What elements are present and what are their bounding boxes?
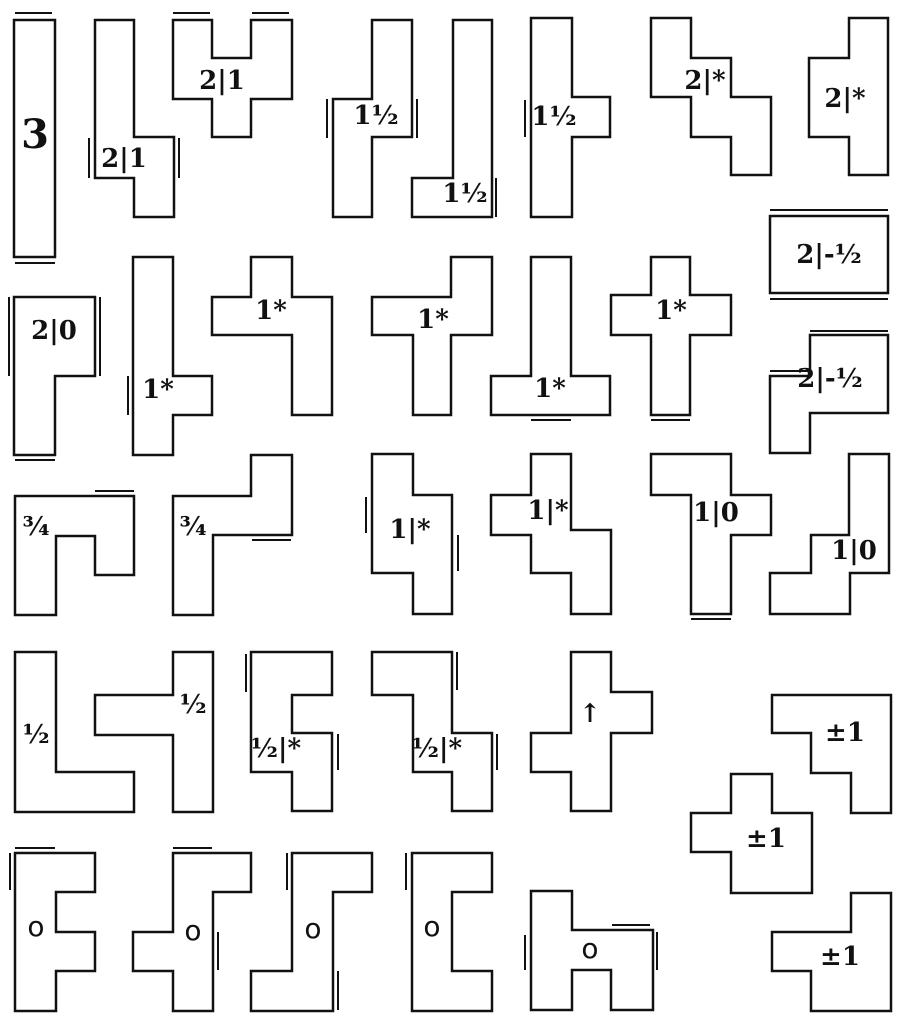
piece-z-half-star-a (249, 650, 334, 813)
piece-label: ½|* (412, 734, 463, 764)
piece-label: 1* (534, 374, 566, 404)
piece-label: ±1 (825, 718, 865, 748)
piece-label: 2|0 (31, 316, 77, 346)
piece-label: o (27, 910, 44, 943)
piece-label: 1* (655, 296, 687, 326)
piece-label: o (184, 914, 201, 947)
piece-x-1-star (609, 255, 733, 417)
piece-t-1-star (489, 255, 612, 417)
piece-p-2-minus-half (768, 333, 890, 455)
piece-label: 2|* (684, 66, 726, 96)
piece-label: ½|* (251, 734, 302, 764)
piece-p-2-star (807, 16, 890, 177)
piece-label: 2|1 (199, 66, 245, 96)
piece-label: o (423, 910, 440, 943)
piece-label: 2|-½ (797, 364, 862, 394)
piece-label: 1½ (353, 101, 398, 131)
piece-n-plus-minus-1 (770, 891, 893, 1013)
piece-label: ↑ (579, 699, 601, 729)
piece-label: ½ (22, 720, 49, 750)
piece-l-2-1 (93, 18, 176, 219)
piece-rect-2-minus-half (768, 214, 890, 295)
piece-label: 1|* (527, 496, 569, 526)
piece-f-plus-minus-1 (689, 772, 814, 895)
piece-y-1-half (529, 16, 612, 219)
piece-f-zero-b (131, 851, 253, 1013)
piece-label: 1|* (389, 515, 431, 545)
piece-label: ½ (179, 690, 206, 720)
piece-f-up (529, 650, 654, 813)
piece-f-1-star-c (489, 452, 613, 616)
piece-label: 1½ (442, 179, 487, 209)
piece-label: ¾ (179, 512, 206, 542)
piece-y-2-1 (171, 18, 294, 139)
piece-v-half (13, 650, 136, 814)
piece-p-2-0 (12, 295, 97, 457)
piece-label: 1|0 (831, 536, 877, 566)
piece-l-1-half (410, 18, 494, 219)
piece-n-1-0 (768, 452, 891, 616)
piece-label: 1* (255, 296, 287, 326)
piece-n-1-half-a (331, 18, 414, 219)
piece-f-1-star-b (370, 255, 494, 417)
piece-label: ¾ (22, 512, 49, 542)
piece-label: o (304, 912, 321, 945)
piece-label: 1* (142, 375, 174, 405)
piece-f-1-star-a (210, 255, 334, 417)
piece-y-1-star-a (131, 255, 214, 457)
piece-s-three-quarters (171, 453, 294, 617)
piece-label: 2|1 (101, 144, 147, 174)
piece-w-plus-minus-1 (770, 693, 893, 815)
piece-w-2-star (649, 16, 773, 177)
piece-label: 1* (417, 305, 449, 335)
piece-n-zero (249, 851, 374, 1013)
piece-label: ±1 (746, 824, 786, 854)
piece-u-three-quarters (13, 494, 136, 617)
piece-label: 2|* (824, 84, 866, 114)
piece-l-half (93, 650, 215, 814)
piece-f-zero-a (13, 851, 97, 1013)
piece-p-zero (529, 889, 655, 1012)
piece-label: 1½ (531, 102, 576, 132)
piece-label: o (581, 932, 598, 965)
piece-label: 2|-½ (796, 240, 861, 270)
piece-u-zero (410, 851, 494, 1013)
piece-y-1-0 (649, 452, 773, 616)
piece-i (12, 18, 57, 259)
piece-z-half-star-b (370, 650, 494, 813)
piece-label: 3 (21, 111, 49, 158)
piece-w-1-star (370, 452, 454, 616)
piece-label: 1|0 (693, 498, 739, 528)
piece-label: ±1 (820, 942, 860, 972)
